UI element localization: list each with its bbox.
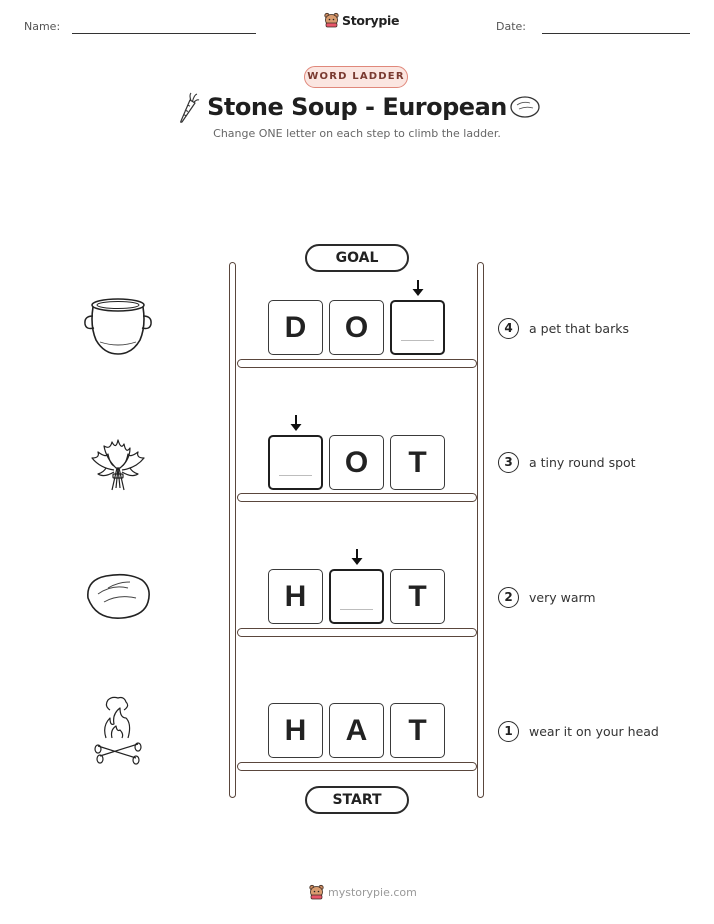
letter-tile: T <box>390 703 445 758</box>
footer-brand: mystorypie.com <box>309 884 417 900</box>
letter-tile: O <box>329 435 384 490</box>
step-clue: a tiny round spot <box>529 455 636 470</box>
step-number: 2 <box>498 587 519 608</box>
carrot-icon <box>180 92 200 123</box>
campfire-icon <box>94 696 142 765</box>
date-label: Date: <box>496 20 526 33</box>
brand-logo: Storypie <box>324 12 400 28</box>
bear-mascot-icon <box>309 884 324 900</box>
start-label: START <box>305 786 409 814</box>
letter-tile: A <box>329 703 384 758</box>
instructions: Change ONE letter on each step to climb … <box>213 127 501 140</box>
step-clue: wear it on your head <box>529 724 659 739</box>
letter-tile: O <box>329 300 384 355</box>
goal-label: GOAL <box>305 244 409 272</box>
ladder-rung <box>237 762 477 771</box>
brand-name: Storypie <box>342 12 400 28</box>
date-field[interactable] <box>542 33 690 34</box>
ladder-rung <box>237 359 477 368</box>
ladder-rail-left <box>229 262 236 798</box>
letter-tile: D <box>268 300 323 355</box>
name-field[interactable] <box>72 33 256 34</box>
pot-icon <box>84 298 152 355</box>
letter-tile: T <box>390 569 445 624</box>
herb-bunch-icon <box>91 439 145 491</box>
blank-letter-box[interactable] <box>329 569 384 624</box>
footer-url: mystorypie.com <box>328 885 417 899</box>
stone-icon <box>87 573 150 619</box>
page-title: Stone Soup - European <box>207 93 507 121</box>
letter-tile: H <box>268 703 323 758</box>
ladder-rung <box>237 493 477 502</box>
ladder-rung <box>237 628 477 637</box>
bear-mascot-icon <box>324 12 339 28</box>
step-clue: a pet that barks <box>529 321 629 336</box>
step-number: 4 <box>498 318 519 339</box>
arrow-down-icon <box>351 549 363 565</box>
step-clue: very warm <box>529 590 596 605</box>
blank-letter-box[interactable] <box>268 435 323 490</box>
activity-badge: WORD LADDER <box>304 66 408 88</box>
ladder-rail-right <box>477 262 484 798</box>
arrow-down-icon <box>412 280 424 296</box>
stone-icon <box>510 96 540 118</box>
blank-letter-box[interactable] <box>390 300 445 355</box>
letter-tile: T <box>390 435 445 490</box>
step-number: 1 <box>498 721 519 742</box>
name-label: Name: <box>24 20 61 33</box>
letter-tile: H <box>268 569 323 624</box>
arrow-down-icon <box>290 415 302 431</box>
step-number: 3 <box>498 452 519 473</box>
